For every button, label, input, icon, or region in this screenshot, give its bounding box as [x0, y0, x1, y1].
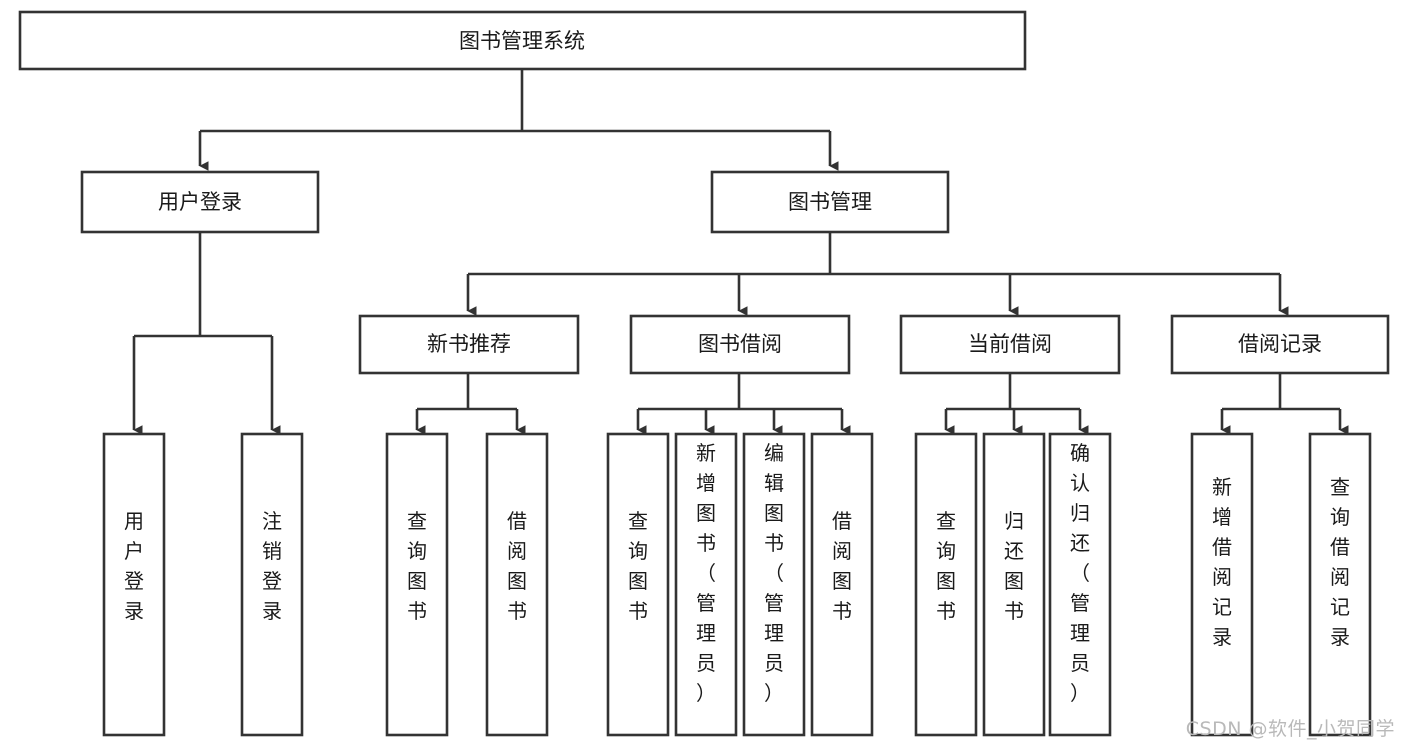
- leaf-user-login-1[interactable]: 用户登录: [102, 432, 166, 737]
- leaf-book-borrow-4-label: 借阅图书: [832, 509, 852, 623]
- leaf-book-borrow-2-label: 新增图书（管理员）: [696, 441, 716, 705]
- node-user-login-label: 用户登录: [158, 190, 242, 214]
- node-new-book-recommend-label: 新书推荐: [427, 332, 511, 356]
- leaf-book-borrow-3-label: 编辑图书（管理员）: [764, 441, 784, 705]
- leaf-current-borrow-1[interactable]: 查询图书: [914, 432, 978, 737]
- csdn-watermark: CSDN @软件_小贺同学: [1185, 718, 1395, 740]
- node-root[interactable]: 图书管理系统: [18, 10, 1027, 71]
- node-borrow-records-label: 借阅记录: [1238, 332, 1322, 356]
- leaf-current-borrow-3-label: 确认归还（管理员）: [1070, 441, 1090, 705]
- node-book-manage-label: 图书管理: [788, 190, 872, 214]
- node-root-label: 图书管理系统: [459, 29, 585, 53]
- leaf-borrow-records-2[interactable]: 查询借阅记录: [1308, 432, 1372, 737]
- leaf-user-login-2[interactable]: 注销登录: [240, 432, 304, 737]
- leaf-current-borrow-2-label: 归还图书: [1004, 509, 1024, 623]
- leaf-borrow-records-2-label: 查询借阅记录: [1330, 475, 1350, 649]
- leaf-book-borrow-1-label: 查询图书: [628, 509, 648, 623]
- leaf-user-login-1-label: 用户登录: [124, 509, 144, 623]
- node-borrow-records[interactable]: 借阅记录: [1170, 314, 1390, 375]
- leaf-book-borrow-4[interactable]: 借阅图书: [810, 432, 874, 737]
- leaf-new-book-2[interactable]: 借阅图书: [485, 432, 549, 737]
- node-current-borrow-label: 当前借阅: [968, 332, 1052, 356]
- node-current-borrow[interactable]: 当前借阅: [899, 314, 1121, 375]
- leaf-book-borrow-2[interactable]: 新增图书（管理员）: [674, 432, 738, 737]
- node-book-borrow[interactable]: 图书借阅: [629, 314, 851, 375]
- leaf-borrow-records-1-label: 新增借阅记录: [1212, 475, 1232, 649]
- node-book-manage[interactable]: 图书管理: [710, 170, 950, 234]
- leaf-book-borrow-1[interactable]: 查询图书: [606, 432, 670, 737]
- node-book-borrow-label: 图书借阅: [698, 332, 782, 356]
- edges-group: [132, 69, 1349, 435]
- leaf-current-borrow-1-label: 查询图书: [936, 509, 956, 623]
- node-user-login[interactable]: 用户登录: [80, 170, 320, 234]
- leaf-current-borrow-2[interactable]: 归还图书: [982, 432, 1046, 737]
- leaf-borrow-records-1[interactable]: 新增借阅记录: [1190, 432, 1254, 737]
- node-new-book-recommend[interactable]: 新书推荐: [358, 314, 580, 375]
- leaf-book-borrow-3[interactable]: 编辑图书（管理员）: [742, 432, 806, 737]
- leaf-new-book-1[interactable]: 查询图书: [385, 432, 449, 737]
- leaf-current-borrow-3[interactable]: 确认归还（管理员）: [1048, 432, 1112, 737]
- leaf-new-book-2-label: 借阅图书: [507, 509, 527, 623]
- leaf-user-login-2-label: 注销登录: [262, 509, 282, 623]
- leaf-new-book-1-label: 查询图书: [407, 509, 427, 623]
